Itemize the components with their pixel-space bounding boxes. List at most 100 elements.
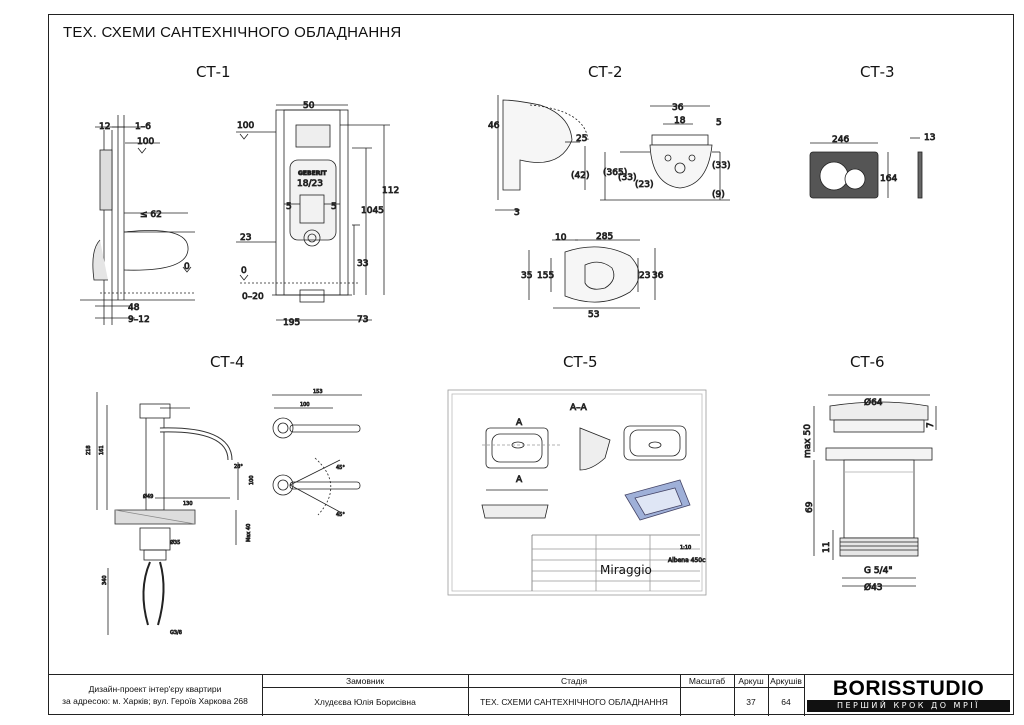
ct1-front-view bbox=[236, 104, 390, 321]
label-ct6: СТ-6 bbox=[850, 353, 885, 371]
dim-33: 33 bbox=[357, 259, 368, 269]
label-ct1: СТ-1 bbox=[196, 63, 231, 81]
dim-340: 340 bbox=[102, 575, 108, 585]
dim-23a: (23) bbox=[635, 180, 653, 190]
dim-7: 7 bbox=[926, 422, 936, 428]
dim-45b: 45° bbox=[336, 512, 345, 518]
dim-9-12: 9–12 bbox=[128, 315, 150, 325]
customer-header: Замовник bbox=[345, 676, 385, 686]
ct5-model: Albena 450с bbox=[668, 557, 705, 564]
ct2-side-view bbox=[495, 95, 589, 211]
ct5-scale: 1:10 bbox=[680, 545, 691, 551]
ct5-a-bottom: A bbox=[516, 475, 523, 485]
dim-100-v: 100 bbox=[249, 475, 255, 485]
dim-46: 46 bbox=[488, 121, 500, 131]
ct3-flush-plate bbox=[809, 137, 923, 199]
dim-23: 23 bbox=[240, 233, 251, 243]
dim-33b: (33) bbox=[712, 161, 730, 171]
dim-195: 195 bbox=[283, 318, 300, 328]
sheets-header: Аркушів bbox=[770, 676, 802, 686]
dim-18: 18 bbox=[674, 116, 686, 126]
dim-36: 36 bbox=[672, 103, 684, 113]
label-ct5: СТ-5 bbox=[563, 353, 598, 371]
project-line2: за адресою: м. Харків; вул. Героїв Харко… bbox=[62, 696, 248, 706]
page-title: ТЕХ. СХЕМИ САНТЕХНІЧНОГО ОБЛАДНАННЯ bbox=[63, 24, 402, 41]
dim-100-side: 100 bbox=[137, 137, 154, 147]
dim-5b: 5 bbox=[331, 202, 337, 212]
dim-23b: 23 bbox=[639, 271, 650, 281]
dim-164: 164 bbox=[880, 174, 897, 184]
dim-1045: 1045 bbox=[361, 206, 384, 216]
dim-0-side: 0 bbox=[184, 262, 190, 272]
ct2-rear-view bbox=[600, 105, 730, 201]
dim-64: Ø64 bbox=[864, 397, 883, 408]
miraggio-logo: Miraggio bbox=[600, 563, 652, 577]
dim-5a: 5 bbox=[286, 202, 292, 212]
dim-36b: 36 bbox=[652, 271, 664, 281]
label-ct2: СТ-2 bbox=[588, 63, 623, 81]
dim-365: (365) bbox=[603, 168, 627, 178]
sheet-header: Аркуш bbox=[738, 676, 764, 686]
dim-g38: G3/8 bbox=[170, 630, 182, 636]
customer-name: Хлудєєва Юлія Борисівна bbox=[314, 697, 416, 707]
dim-100-front: 100 bbox=[237, 121, 254, 131]
title-block bbox=[48, 674, 1014, 716]
dim-11: 11 bbox=[822, 542, 832, 553]
dim-max40: Max 40 bbox=[246, 524, 252, 542]
dim-3: 3 bbox=[514, 208, 520, 218]
dim-53: 53 bbox=[588, 310, 599, 320]
dim-42: (42) bbox=[571, 171, 589, 181]
dim-9: (9) bbox=[712, 190, 725, 200]
dim-43: Ø43 bbox=[864, 582, 883, 593]
dim-10: 10 bbox=[555, 233, 567, 243]
scale-header: Масштаб bbox=[688, 676, 726, 686]
dim-218: 218 bbox=[86, 445, 92, 455]
dim-0-20: 0–20 bbox=[242, 292, 264, 302]
dim-0-front: 0 bbox=[241, 266, 247, 276]
dim-161: 161 bbox=[99, 445, 105, 455]
dim-28deg: 28° bbox=[234, 464, 243, 470]
dim-62: ≤ 62 bbox=[140, 210, 162, 220]
dim-155: 155 bbox=[537, 271, 554, 281]
logo-name: BORISSTUDIO bbox=[832, 677, 985, 700]
geberit-label: GEBERIT bbox=[298, 170, 328, 177]
dim-35-ct4: Ø35 bbox=[170, 539, 180, 546]
dim-69: 69 bbox=[805, 501, 815, 513]
dim-112: 112 bbox=[382, 186, 399, 196]
dim-50: 50 bbox=[303, 101, 315, 111]
ct5-a-top: A bbox=[516, 418, 523, 428]
dim-35: 35 bbox=[521, 271, 532, 281]
drawing-frame bbox=[48, 14, 1014, 715]
sheets-total: 64 bbox=[781, 697, 791, 707]
ct4-handle-plan bbox=[272, 394, 362, 516]
stage-header: Стадія bbox=[560, 676, 588, 686]
borisstudio-logo: BORISSTUDIO ПЕРШИЙ КРОК ДО МРІЇ bbox=[805, 677, 1012, 713]
ct4-faucet bbox=[96, 392, 239, 635]
dim-285: 285 bbox=[596, 232, 613, 242]
label-ct3: СТ-3 bbox=[860, 63, 895, 81]
dim-130: 130 bbox=[183, 501, 193, 507]
dim-45a: 45° bbox=[336, 465, 345, 471]
dim-12: 12 bbox=[99, 122, 110, 132]
dim-48: 48 bbox=[128, 303, 140, 313]
dim-73: 73 bbox=[357, 315, 368, 325]
dim-18-23: 18/23 bbox=[297, 179, 323, 189]
sheet-number: 37 bbox=[746, 697, 756, 707]
dim-g54: G 5/4" bbox=[864, 566, 892, 576]
dim-246: 246 bbox=[832, 135, 849, 145]
logo-tagline: ПЕРШИЙ КРОК ДО МРІЇ bbox=[807, 700, 1010, 712]
dim-max50: max 50 bbox=[803, 424, 813, 458]
dim-25: 25 bbox=[576, 134, 587, 144]
ct5-section-label: A–A bbox=[570, 403, 588, 413]
ct1-side-view bbox=[80, 115, 195, 325]
dim-13: 13 bbox=[924, 133, 935, 143]
dim-5: 5 bbox=[716, 118, 722, 128]
stage-value: ТЕХ. СХЕМИ САНТЕХНІЧНОГО ОБЛАДНАННЯ bbox=[480, 697, 668, 707]
dim-33a: (33) bbox=[618, 173, 636, 183]
label-ct4: СТ-4 bbox=[210, 353, 245, 371]
ct6-drain bbox=[813, 394, 937, 587]
project-line1: Дизайн-проект інтер'єру квартири bbox=[88, 684, 222, 694]
dim-153: 153 bbox=[313, 389, 323, 395]
dim-100-plan: 100 bbox=[300, 402, 310, 408]
dim-1-6: 1–6 bbox=[135, 122, 151, 132]
